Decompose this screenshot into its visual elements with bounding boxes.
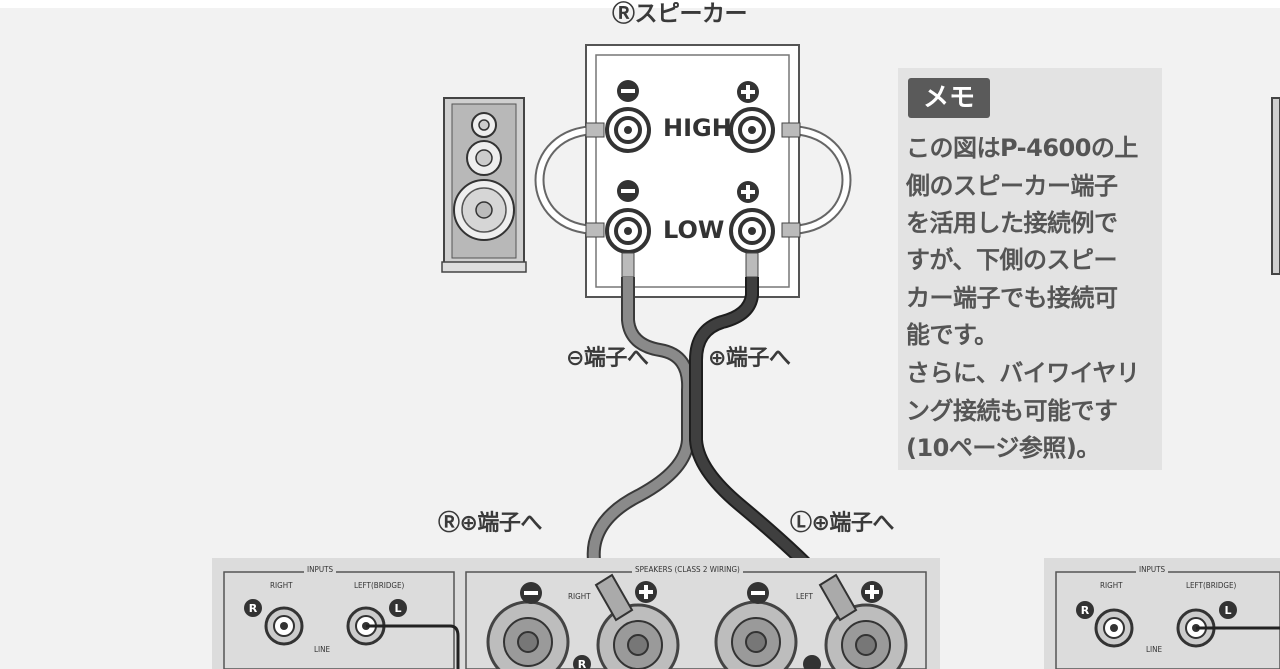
memo-line: すが、下側のスピー xyxy=(906,246,1118,274)
l-mark-speaker xyxy=(803,655,821,669)
input-left-label-right-panel: LEFT(BRIDGE) xyxy=(1186,581,1237,590)
memo-box xyxy=(898,68,1162,470)
terminal-high-plus xyxy=(729,107,801,153)
l-mark-input: L xyxy=(389,599,407,617)
amplifier-rear-panel: R L R xyxy=(212,558,940,669)
terminal-low-minus xyxy=(585,208,651,254)
minus-terminal-label: ⊖端子へ xyxy=(566,346,649,371)
l-plus-terminal-label: Ⓛ⊕端子へ xyxy=(790,511,894,536)
svg-text:L: L xyxy=(394,602,401,615)
line-label-right-panel: LINE xyxy=(1146,645,1163,654)
memo-line: 側のスピーカー端子 xyxy=(906,172,1118,200)
inputs-label-right-panel: INPUTS xyxy=(1136,565,1169,574)
terminal-label-high: HIGH xyxy=(663,114,732,142)
minus-mark-high xyxy=(617,80,639,102)
terminal-label-low: LOW xyxy=(663,216,725,244)
svg-text:L: L xyxy=(1224,604,1231,617)
r-mark-input: R xyxy=(244,599,262,617)
speaker-right-label: RIGHT xyxy=(568,592,591,601)
svg-text:R: R xyxy=(249,602,258,615)
input-right-label: RIGHT xyxy=(270,581,293,590)
terminal-low-plus xyxy=(729,208,801,254)
plus-terminal-label: ⊕端子へ xyxy=(708,346,791,371)
amplifier-rear-panel-partial: R L xyxy=(1044,97,1280,669)
r-plus-terminal-label: Ⓡ⊕端子へ xyxy=(438,511,542,536)
memo-line: カー端子でも接続可 xyxy=(906,284,1118,312)
plus-mark-high xyxy=(737,81,759,103)
speaker-cabinet-illustration xyxy=(441,97,527,273)
memo-badge: メモ xyxy=(908,78,990,118)
speaker-title: Ⓡスピーカー xyxy=(612,1,748,27)
r-mark-speaker: R xyxy=(573,655,591,669)
line-label: LINE xyxy=(314,645,331,654)
memo-line: を活用した接続例で xyxy=(906,209,1118,237)
input-left-label: LEFT(BRIDGE) xyxy=(354,581,405,590)
plus-mark-low xyxy=(737,181,759,203)
speaker-left-label: LEFT xyxy=(796,592,813,601)
speaker-cables xyxy=(586,277,832,590)
speakers-label: SPEAKERS (CLASS 2 WIRING) xyxy=(632,565,743,574)
memo-line: この図はP-4600の上 xyxy=(906,134,1138,162)
memo-line: さらに、バイワイヤリ xyxy=(906,359,1140,387)
speaker-terminal-panel xyxy=(534,44,852,298)
memo-line: 能です。 xyxy=(906,321,998,349)
svg-text:R: R xyxy=(1081,604,1090,617)
minus-mark-low xyxy=(617,180,639,202)
memo-line: ング接続も可能です xyxy=(906,397,1118,425)
input-right-label-right-panel: RIGHT xyxy=(1100,581,1123,590)
svg-text:R: R xyxy=(578,658,587,669)
inputs-label: INPUTS xyxy=(304,565,337,574)
terminal-high-minus xyxy=(585,107,651,153)
memo-line: (10ページ参照)。 xyxy=(906,434,1100,462)
